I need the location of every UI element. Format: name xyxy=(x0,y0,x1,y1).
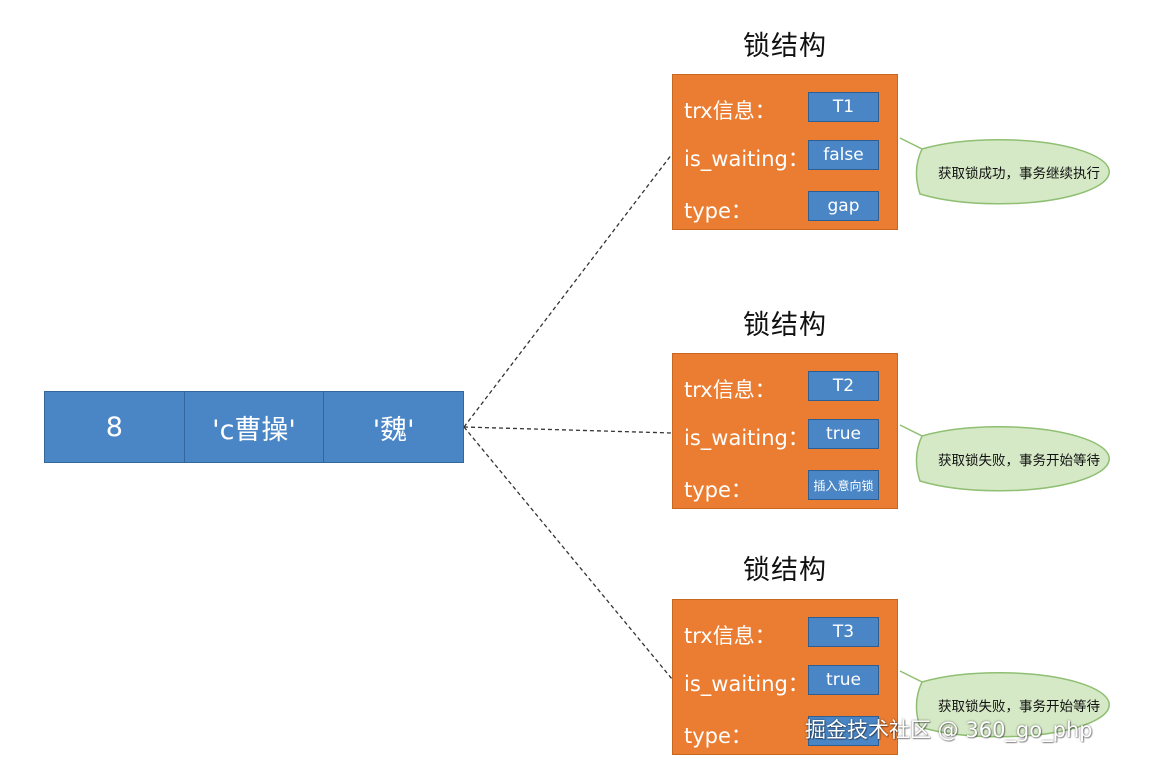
is-waiting-value: true xyxy=(808,419,879,449)
type-value xyxy=(808,716,879,746)
is-waiting-value: true xyxy=(808,665,879,695)
is-waiting-label: is_waiting： xyxy=(684,426,809,450)
type-label: type： xyxy=(684,199,752,223)
lock-box-2: trx信息： T2 is_waiting： true type： 插入意向锁 xyxy=(672,353,898,509)
trx-label: trx信息： xyxy=(684,99,776,123)
trx-label: trx信息： xyxy=(684,624,776,648)
trx-value: T3 xyxy=(808,617,879,647)
record-cell-id: 8 xyxy=(45,392,185,462)
callout-bubble-3 xyxy=(899,670,1110,738)
callout-text-3: 获取锁失败，事务开始等待 xyxy=(938,699,1100,715)
lock-title-3: 锁结构 xyxy=(743,555,827,586)
watermark: 掘金技术社区 @ 360_go_php xyxy=(805,718,1093,742)
lock-box-3: trx信息： T3 is_waiting： true type： xyxy=(672,599,898,755)
is-waiting-value: false xyxy=(808,140,879,170)
type-value: 插入意向锁 xyxy=(808,470,879,500)
callout-bubble-2 xyxy=(899,424,1110,492)
type-label: type： xyxy=(684,478,752,502)
record-row: 8 'c曹操' '魏' xyxy=(44,391,464,463)
callout-text-1: 获取锁成功，事务继续执行 xyxy=(938,166,1100,182)
callout-text-2: 获取锁失败，事务开始等待 xyxy=(938,453,1100,469)
connector-line-lock-3 xyxy=(463,426,673,680)
lock-box-1: trx信息： T1 is_waiting： false type： gap xyxy=(672,74,898,230)
type-value: gap xyxy=(808,191,879,221)
record-cell-country: '魏' xyxy=(372,414,415,446)
type-label: type： xyxy=(684,724,752,748)
trx-value: T1 xyxy=(808,92,879,122)
lock-title-1: 锁结构 xyxy=(743,31,827,62)
is-waiting-label: is_waiting： xyxy=(684,147,809,171)
callout-bubble-1 xyxy=(899,137,1110,205)
trx-value: T2 xyxy=(808,371,879,401)
trx-label: trx信息： xyxy=(684,378,776,402)
connector-line-lock-1 xyxy=(463,153,673,428)
record-cell-name: 'c曹操' xyxy=(185,392,325,462)
lock-title-2: 锁结构 xyxy=(743,310,827,341)
connector-line-lock-2 xyxy=(463,426,673,434)
is-waiting-label: is_waiting： xyxy=(684,672,809,696)
